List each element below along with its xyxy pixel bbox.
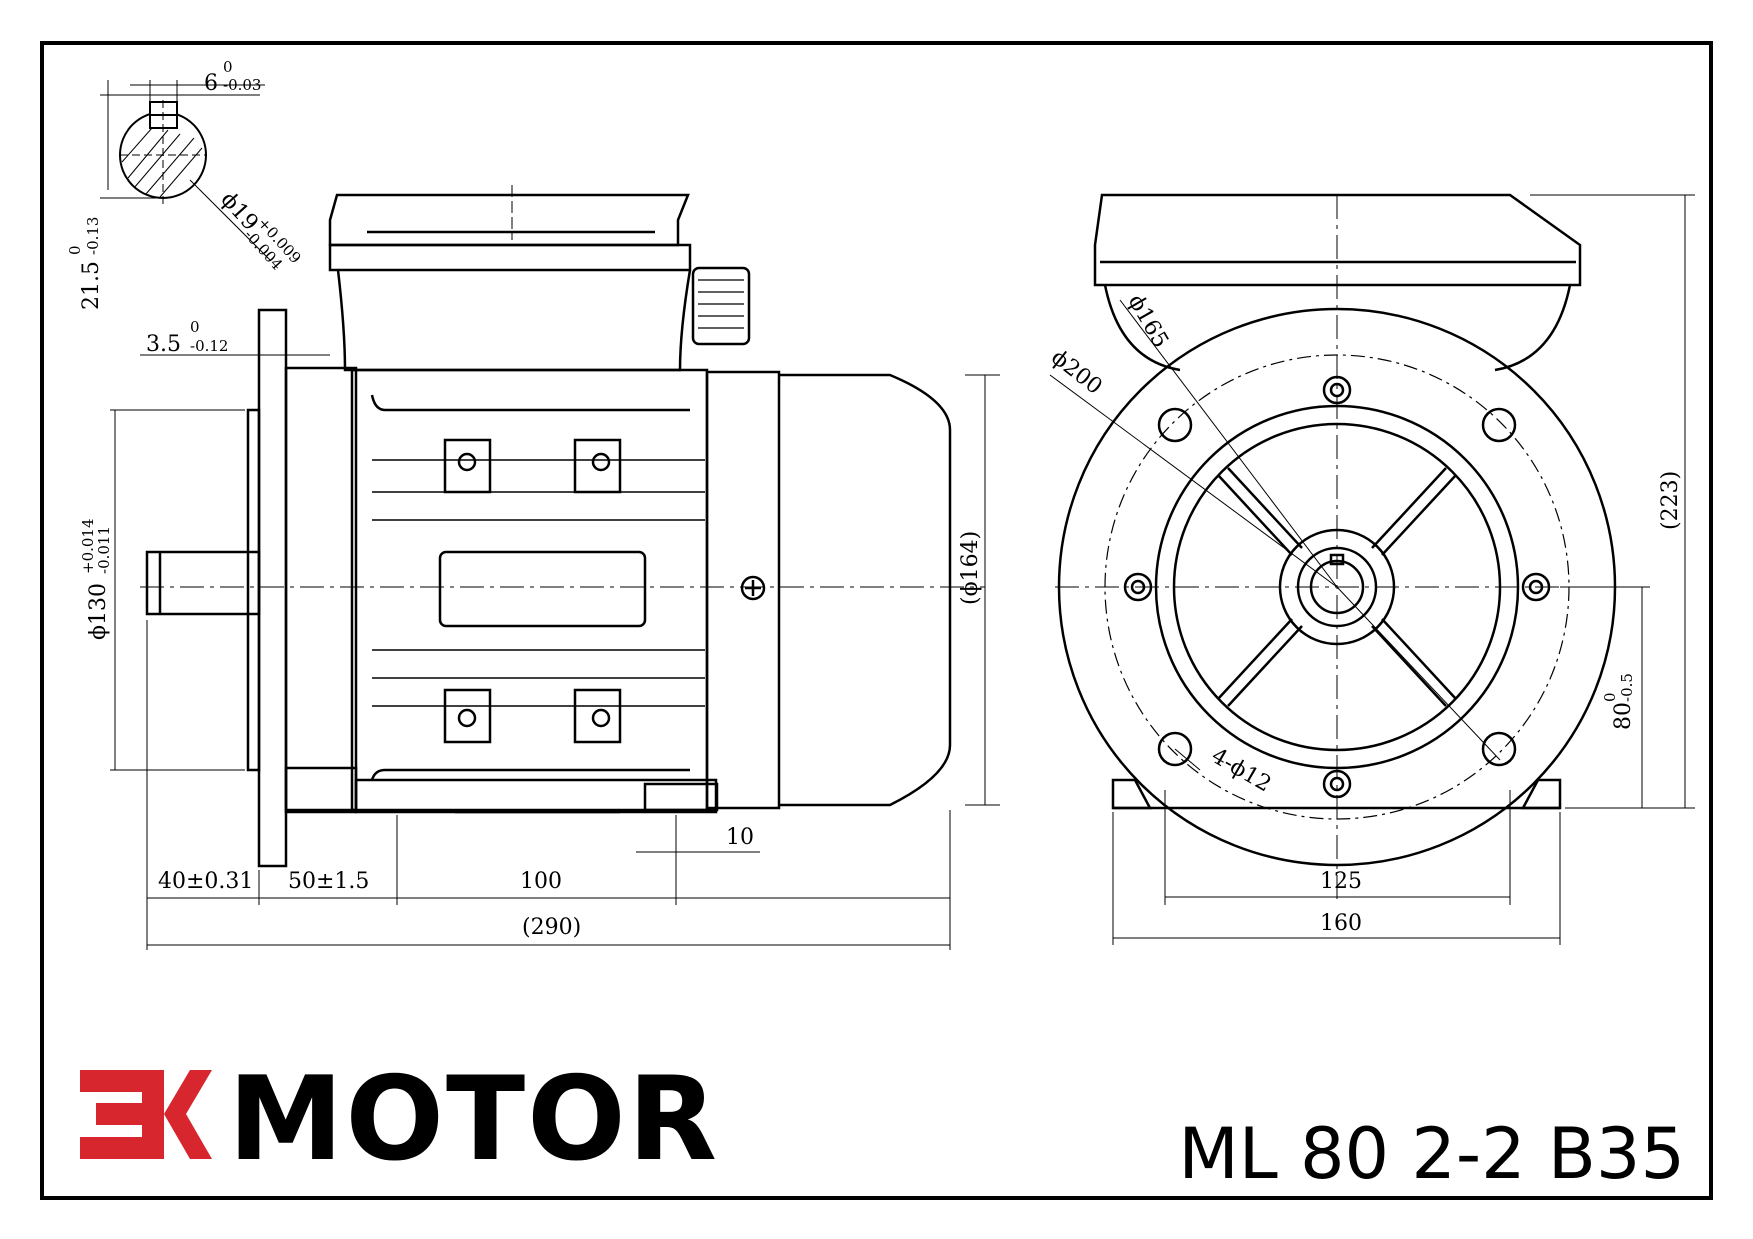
shaft-height-tol-upper: 0 (1601, 692, 1619, 702)
spigot-dia-tol-upper: +0.014 (79, 518, 97, 574)
front-view-dimension-lines (1049, 194, 1695, 945)
brand-logo: MOTOR (80, 1052, 719, 1187)
shaft-len-label: 40±0.31 (158, 869, 253, 894)
shaft-height-label: 80 (1611, 702, 1636, 730)
height-total-label: (223) (1658, 471, 1683, 530)
shaft-height-tol-lower: -0.5 (1618, 673, 1636, 702)
key-height-label: 21.5 (79, 261, 104, 310)
ek-logo-mark (80, 1070, 212, 1159)
side-view-dimension-lines (110, 354, 1000, 950)
body-dia-label: (ϕ164) (958, 531, 983, 605)
foot-width-label: 10 (726, 825, 754, 850)
foot-holes-label: 100 (520, 869, 562, 894)
key-width-label: 6 (204, 71, 218, 96)
key-width-tol-upper: 0 (223, 58, 233, 76)
model-label: ML 80 2-2 B35 (1178, 1113, 1685, 1195)
key-width-tol-lower: -0.03 (223, 76, 261, 94)
spigot-dia-tol-lower: -0.011 (95, 526, 113, 574)
foot-125-label: 125 (1320, 869, 1362, 894)
shaft-section-view (100, 80, 271, 261)
flange-200-label: ϕ200 (1046, 345, 1106, 400)
holes-label: 4-ϕ12 (1207, 744, 1275, 798)
spigot-dia-label: ϕ130 (86, 583, 111, 640)
flange-thk-label: 3.5 (146, 332, 181, 357)
foot-160-label: 160 (1320, 911, 1362, 936)
drawing-frame (40, 41, 1713, 1200)
key-height-tol-lower: -0.13 (84, 217, 102, 255)
key-height-tol-upper: 0 (66, 245, 84, 255)
motor-side-view (145, 193, 952, 868)
flange-thk-tol-upper: 0 (190, 318, 200, 336)
brand-word: MOTOR (228, 1052, 719, 1187)
flange-thk-tol-lower: -0.12 (190, 337, 228, 355)
flange-to-foot-label: 50±1.5 (288, 869, 369, 894)
overall-len-label: (290) (522, 915, 581, 940)
